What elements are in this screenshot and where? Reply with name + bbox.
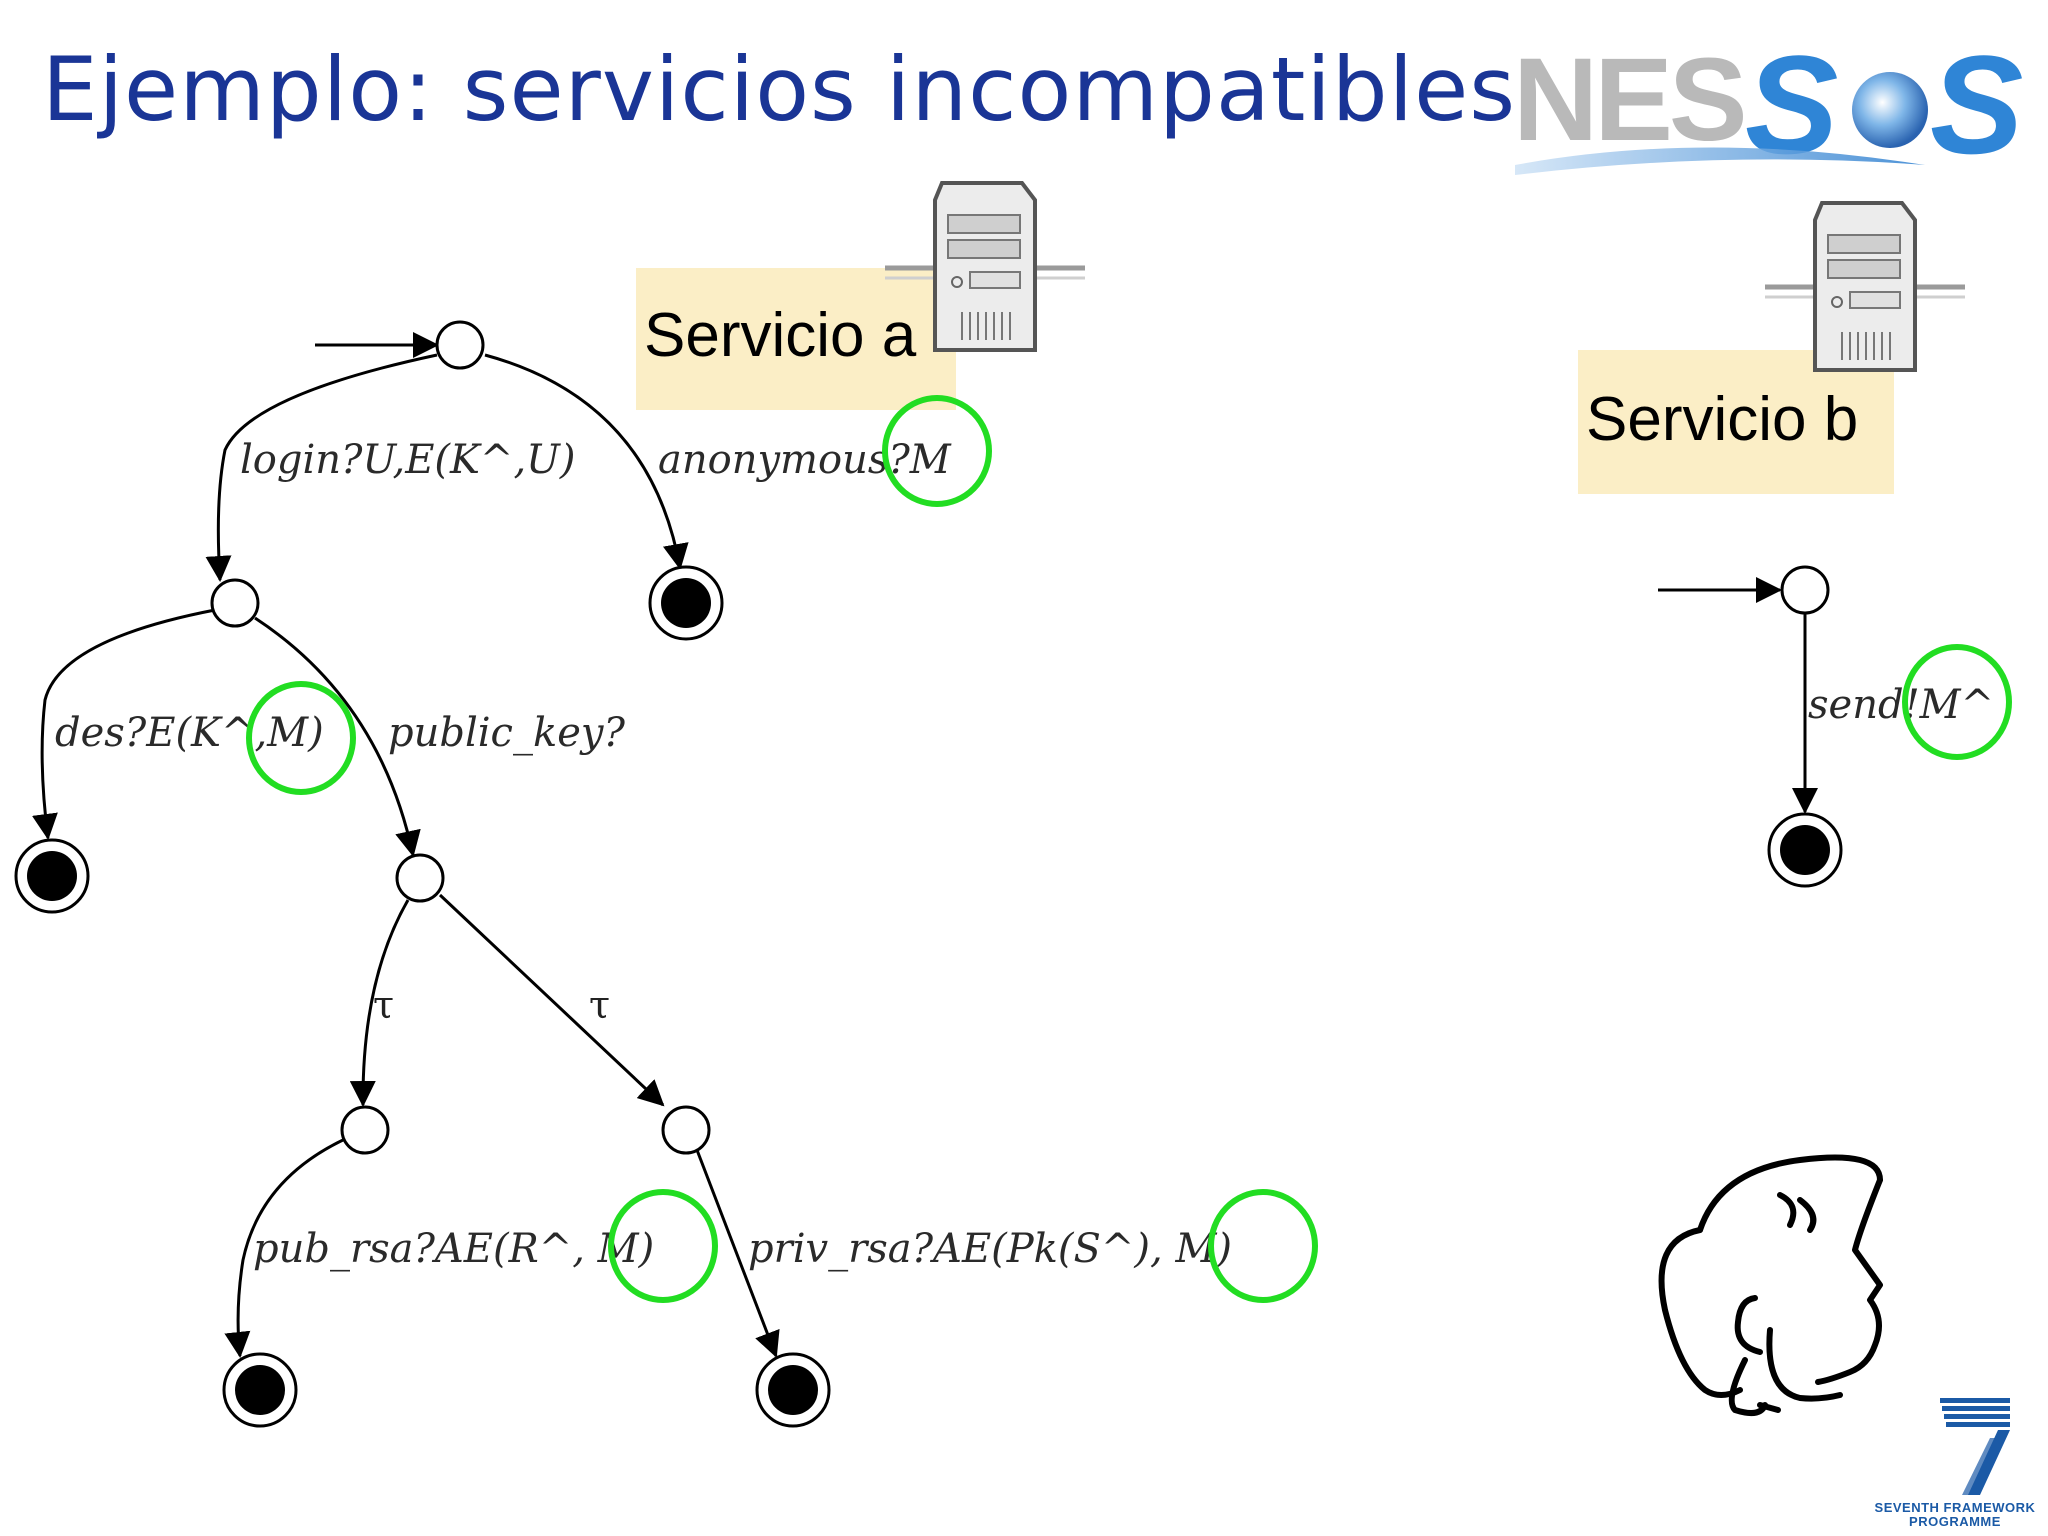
head-sketch-icon	[1658, 1154, 1883, 1417]
fp7-mark	[1940, 1398, 2010, 1495]
label-tau-right: τ	[589, 983, 610, 1027]
final-state-des	[14, 838, 90, 914]
state-initial	[435, 320, 485, 370]
edge-priv-rsa	[695, 1149, 780, 1358]
highlight-priv-rsa-m	[1208, 1189, 1318, 1303]
server-icon	[885, 181, 1085, 352]
svg-text:NES: NES	[1513, 34, 1744, 166]
highlight-des-m	[246, 681, 356, 795]
label-anonymous: anonymous?M	[658, 437, 952, 483]
highlight-pub-rsa-m	[608, 1189, 718, 1303]
label-login: login?U,E(K^,U)	[240, 437, 575, 483]
edge-tau-left	[349, 899, 410, 1107]
state-after-public-key	[395, 853, 445, 903]
label-des: des?E(K^,M)	[55, 710, 324, 756]
fp7-text-line1: SEVENTH FRAMEWORK	[1874, 1500, 2036, 1515]
fp7-logo: SEVENTH FRAMEWORK PROGRAMME	[1870, 1390, 2040, 1530]
highlight-send-m	[1902, 644, 2012, 760]
state-tau-left	[340, 1105, 390, 1155]
state-b-initial	[1780, 565, 1830, 615]
edge-public-key	[254, 616, 421, 857]
edge-anonymous	[484, 353, 689, 570]
fp7-text-line2: PROGRAMME	[1909, 1514, 2001, 1529]
service-b-label: Servicio b	[1578, 350, 1894, 494]
final-state-priv-rsa	[755, 1352, 831, 1428]
final-state-anonymous	[648, 565, 724, 641]
edge-login	[205, 353, 438, 582]
edge-des	[32, 608, 216, 840]
label-priv-rsa: priv_rsa?AE(Pk(S^), M)	[748, 1226, 1232, 1272]
slide-title: Ejemplo: servicios incompatibles	[42, 38, 1517, 141]
label-send: send!M^	[1808, 682, 1994, 728]
label-tau-left: τ	[373, 983, 394, 1027]
state-after-login	[210, 578, 260, 628]
state-tau-right	[661, 1105, 711, 1155]
service-a-label: Servicio a	[636, 268, 956, 410]
edge-pub-rsa	[224, 1138, 344, 1358]
server-icon	[1765, 201, 1965, 372]
nessos-logo: NES S S	[1513, 26, 2023, 183]
label-public-key: public_key?	[388, 710, 625, 756]
edge-tau-right	[438, 893, 665, 1107]
final-state-pub-rsa	[222, 1352, 298, 1428]
highlight-anonymous-m	[882, 395, 992, 507]
final-state-b	[1767, 812, 1843, 888]
label-pub-rsa: pub_rsa?AE(R^, M)	[253, 1226, 654, 1272]
svg-text:S: S	[1930, 26, 2023, 183]
